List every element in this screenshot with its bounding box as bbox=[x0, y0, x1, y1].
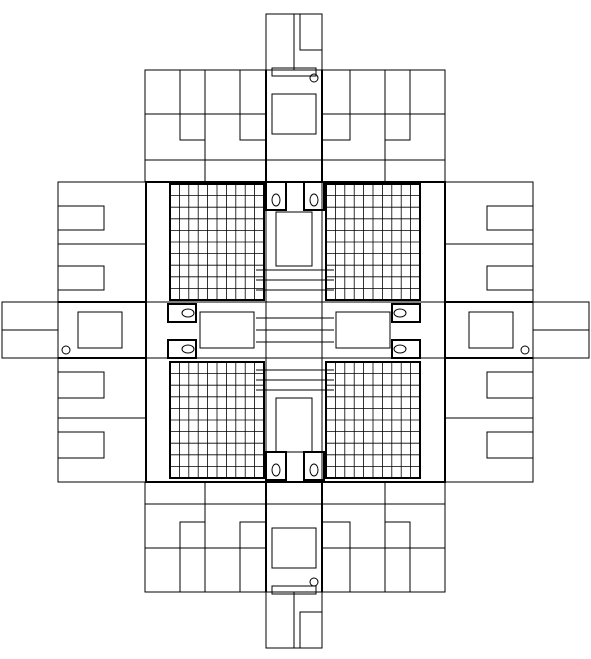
toilet-icon bbox=[303, 181, 325, 211]
grid-panel-3 bbox=[169, 361, 265, 479]
north-wing bbox=[144, 13, 446, 183]
grid-panel-1 bbox=[169, 183, 265, 301]
west-wing bbox=[1, 181, 147, 483]
east-wing bbox=[444, 181, 590, 483]
toilet-icons bbox=[167, 181, 421, 481]
west-circle-marker bbox=[61, 345, 71, 355]
east-circle-marker bbox=[520, 345, 530, 355]
south-circle-marker bbox=[309, 577, 319, 587]
toilet-icon bbox=[391, 339, 421, 359]
grid-panel-4 bbox=[325, 361, 421, 479]
toilet-icon bbox=[391, 303, 421, 323]
toilet-icon bbox=[265, 451, 287, 481]
toilet-icon bbox=[265, 181, 287, 211]
south-wing bbox=[144, 481, 446, 649]
toilet-icon bbox=[167, 339, 197, 359]
grid-panels bbox=[169, 183, 421, 479]
central-core bbox=[145, 181, 446, 483]
toilet-icon bbox=[167, 303, 197, 323]
grid-panel-2 bbox=[325, 183, 421, 301]
toilet-icon bbox=[303, 451, 325, 481]
north-circle-marker bbox=[309, 73, 319, 83]
